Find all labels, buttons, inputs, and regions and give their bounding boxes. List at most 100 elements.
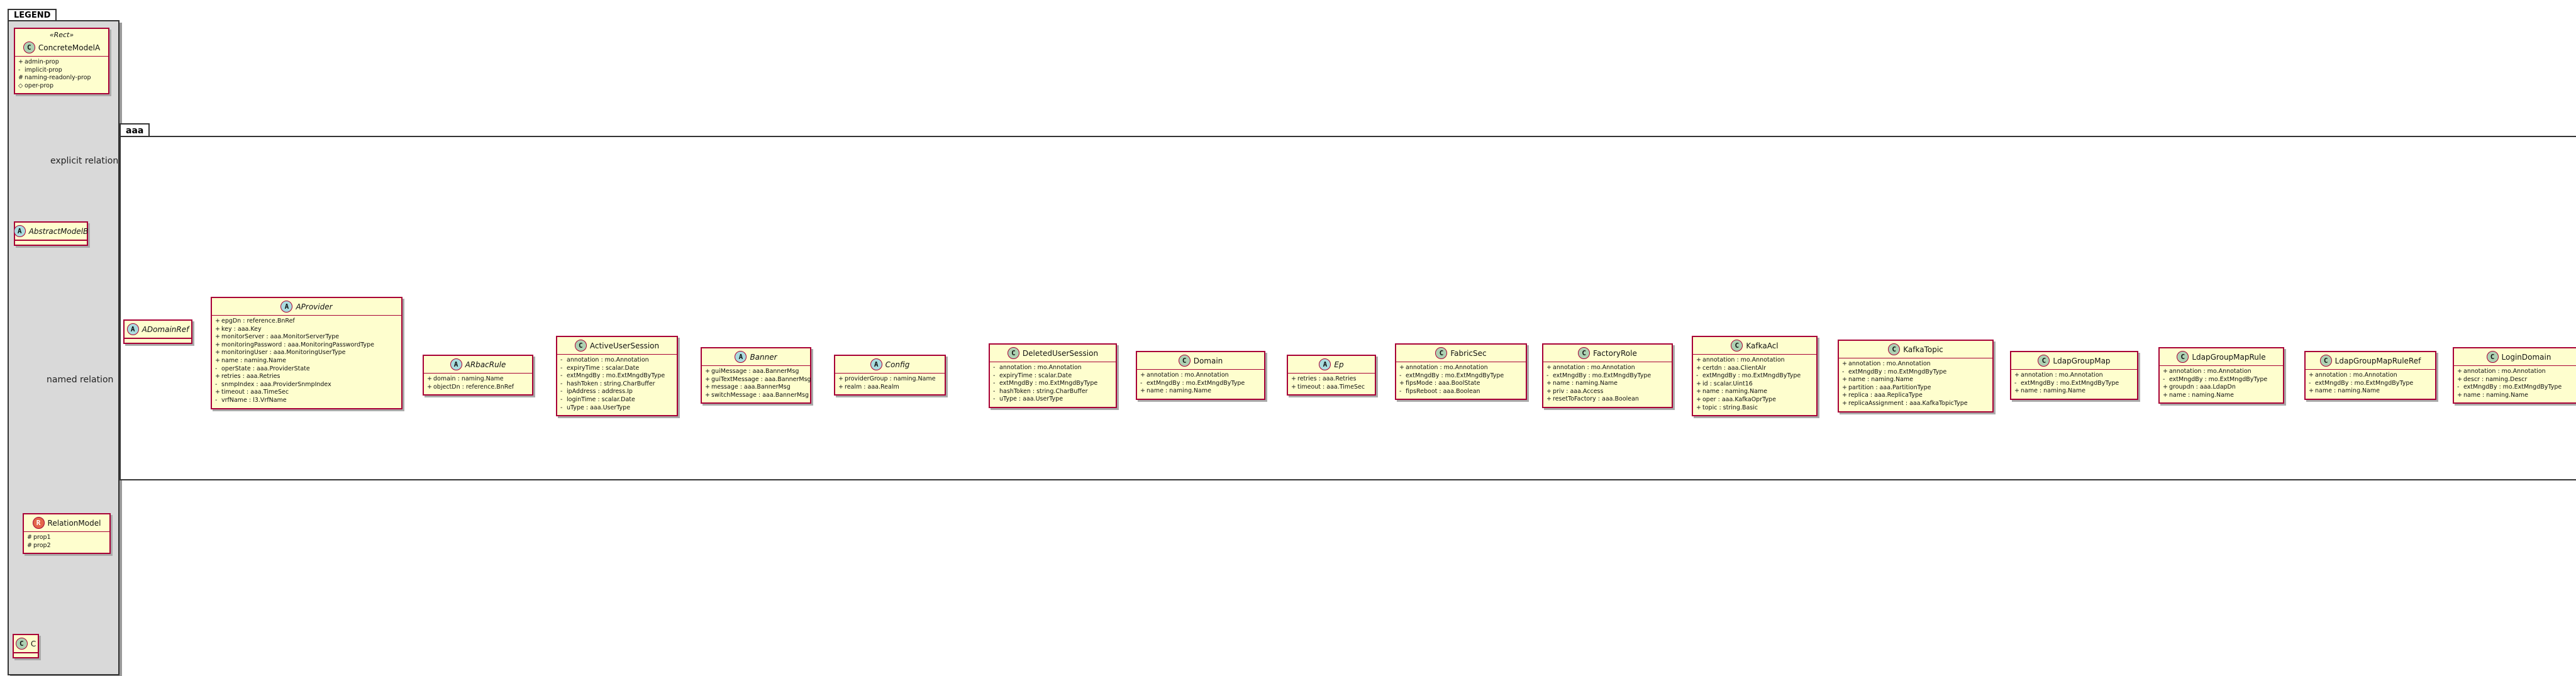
class-name: FabricSec <box>1450 348 1487 358</box>
legend-abstract-class-name: AbstractModelB <box>28 226 89 236</box>
class-attributes: +retries : aaa.Retries+timeout : aaa.Tim… <box>1288 374 1375 394</box>
class-attr: -vrfName : l3.VrfName <box>215 396 287 404</box>
class-attr: +annotation : mo.Annotation <box>1546 364 1635 371</box>
class-attr: +id : scalar.Uint16 <box>1696 380 1753 387</box>
legend-relation-class-name: RelationModel <box>47 518 101 528</box>
class-attr: -extMngdBy : mo.ExtMngdByType <box>1140 379 1245 387</box>
legend-concrete-attr: #naming-readonly-prop <box>18 74 91 82</box>
class-name: LdapGroupMap <box>2053 356 2111 365</box>
class-attr: -operState : aaa.ProviderState <box>215 365 310 372</box>
class-attributes: -annotation : mo.Annotation-expiryTime :… <box>990 362 1116 407</box>
class-attr: +guiTextMessage : aaa.BannerMsg <box>705 375 811 383</box>
concrete-class-badge-icon: C <box>1007 347 1019 359</box>
package-frame <box>119 136 2576 480</box>
class-attributes: +annotation : mo.Annotation-extMngdBy : … <box>2160 366 2283 402</box>
class-attr: +monitoringPassword : aaa.MonitoringPass… <box>215 341 374 348</box>
class-name: Banner <box>750 352 777 362</box>
legend-relation-attr: #prop1 <box>27 534 51 541</box>
class-attributes: +annotation : mo.Annotation+certdn : aaa… <box>1693 355 1816 415</box>
class-attr: +retries : aaa.Retries <box>1291 375 1357 382</box>
legend-concrete-attr: -implicit-prop <box>18 66 62 74</box>
target-class-badge-icon: C <box>15 638 28 650</box>
class-attr: +guiMessage : aaa.BannerMsg <box>705 368 799 375</box>
legend-title: LEGEND <box>8 9 57 21</box>
class-attributes: +annotation : mo.Annotation-extMngdBy : … <box>1396 362 1526 399</box>
class-name: ActiveUserSession <box>589 341 660 350</box>
class-name: Ep <box>1334 360 1344 369</box>
class-name: KafkaAcl <box>1746 341 1779 350</box>
legend-target-class-name: C <box>30 639 36 648</box>
class-attr: +annotation : mo.Annotation <box>2163 368 2251 375</box>
legend-concrete-attr: +admin-prop <box>18 58 59 65</box>
class-attributes: +annotation : mo.Annotation-extMngdBy : … <box>1137 370 1264 399</box>
class-attr: +domain : naming.Name <box>427 375 504 382</box>
legend-concrete-attr: ◇oper-prop <box>18 82 53 89</box>
class-attr: +descr : naming.Descr <box>2457 375 2528 383</box>
class-attr: +replicaAssignment : aaa.KafkaTopicType <box>1842 399 1968 407</box>
class-attr: +replica : aaa.ReplicaType <box>1842 392 1923 399</box>
class-attributes: +domain : naming.Name+objectDn : referen… <box>424 374 532 394</box>
class-attr: +switchMessage : aaa.BannerMsg <box>705 391 809 399</box>
class-attr: +annotation : mo.Annotation <box>2457 368 2546 375</box>
class-attr: +topic : string.Basic <box>1696 404 1758 411</box>
legend-concrete-class[interactable]: «Rect» C ConcreteModelA +admin-prop-impl… <box>14 28 109 95</box>
class-name: LdapGroupMapRuleRef <box>2334 356 2421 365</box>
abstract-class-badge-icon: A <box>735 351 747 363</box>
class-attr: +annotation : mo.Annotation <box>1399 364 1488 371</box>
class-name: KafkaTopic <box>1903 345 1943 354</box>
class-attr: +name : naming.Name <box>2457 391 2529 399</box>
class-attr: +fipsMode : aaa.BoolState <box>1399 380 1480 387</box>
legend-concrete-attrs: +admin-prop-implicit-prop#naming-readonl… <box>15 57 108 93</box>
legend-stereotype: «Rect» <box>49 31 74 39</box>
class-attributes: +epgDn : reference.BnRef+key : aaa.Key+m… <box>212 316 401 408</box>
class-attr: +name : naming.Name <box>1696 388 1768 396</box>
class-attr: +timeout : aaa.TimeSec <box>1291 383 1365 391</box>
class-attr: +priv : aaa.Access <box>1546 387 1604 395</box>
class-attr: -snmpIndex : aaa.ProviderSnmpIndex <box>215 380 331 388</box>
class-attr: +name : naming.Name <box>2309 387 2380 395</box>
legend-target-class[interactable]: C C <box>13 634 39 658</box>
class-attr: +name : naming.Name <box>215 357 287 364</box>
class-attributes: +annotation : mo.Annotation-extMngdBy : … <box>2306 370 2435 399</box>
concrete-class-badge-icon: C <box>1178 355 1191 367</box>
class-attr: +name : naming.Name <box>1842 376 1914 384</box>
legend-relation-class[interactable]: R RelationModel #prop1#prop2 <box>23 513 111 555</box>
class-attr: +name : naming.Name <box>1546 380 1618 387</box>
abstract-class-badge-icon: A <box>1319 358 1331 370</box>
class-attr: +objectDn : reference.BnRef <box>427 383 514 391</box>
class-attributes: -annotation : mo.Annotation-expiryTime :… <box>557 355 677 415</box>
class-attr: -uType : aaa.UserType <box>993 396 1063 403</box>
class-attr: -extMngdBy : mo.ExtMngdByType <box>993 380 1098 387</box>
class-attr: -extMngdBy : mo.ExtMngdByType <box>1399 372 1504 379</box>
abstract-class-badge-icon: A <box>13 225 26 237</box>
class-attr: +monitorServer : aaa.MonitorServerType <box>215 333 340 341</box>
class-attr: +providerGroup : naming.Name <box>838 375 936 382</box>
class-name: AProvider <box>296 302 333 311</box>
class-attr: -uType : aaa.UserType <box>560 404 631 411</box>
legend-panel <box>8 20 119 675</box>
legend-abstract-class[interactable]: A AbstractModelB <box>13 221 89 246</box>
class-attr: +resetToFactory : aaa.Boolean <box>1546 396 1639 403</box>
class-attr: -loginTime : scalar.Date <box>560 396 635 403</box>
legend-concrete-class-name: ConcreteModelA <box>38 43 101 52</box>
class-attr: +partition : aaa.PartitionType <box>1842 384 1931 391</box>
class-attr: +name : naming.Name <box>1140 387 1212 395</box>
class-attr: +retries : aaa.Retries <box>215 373 280 380</box>
